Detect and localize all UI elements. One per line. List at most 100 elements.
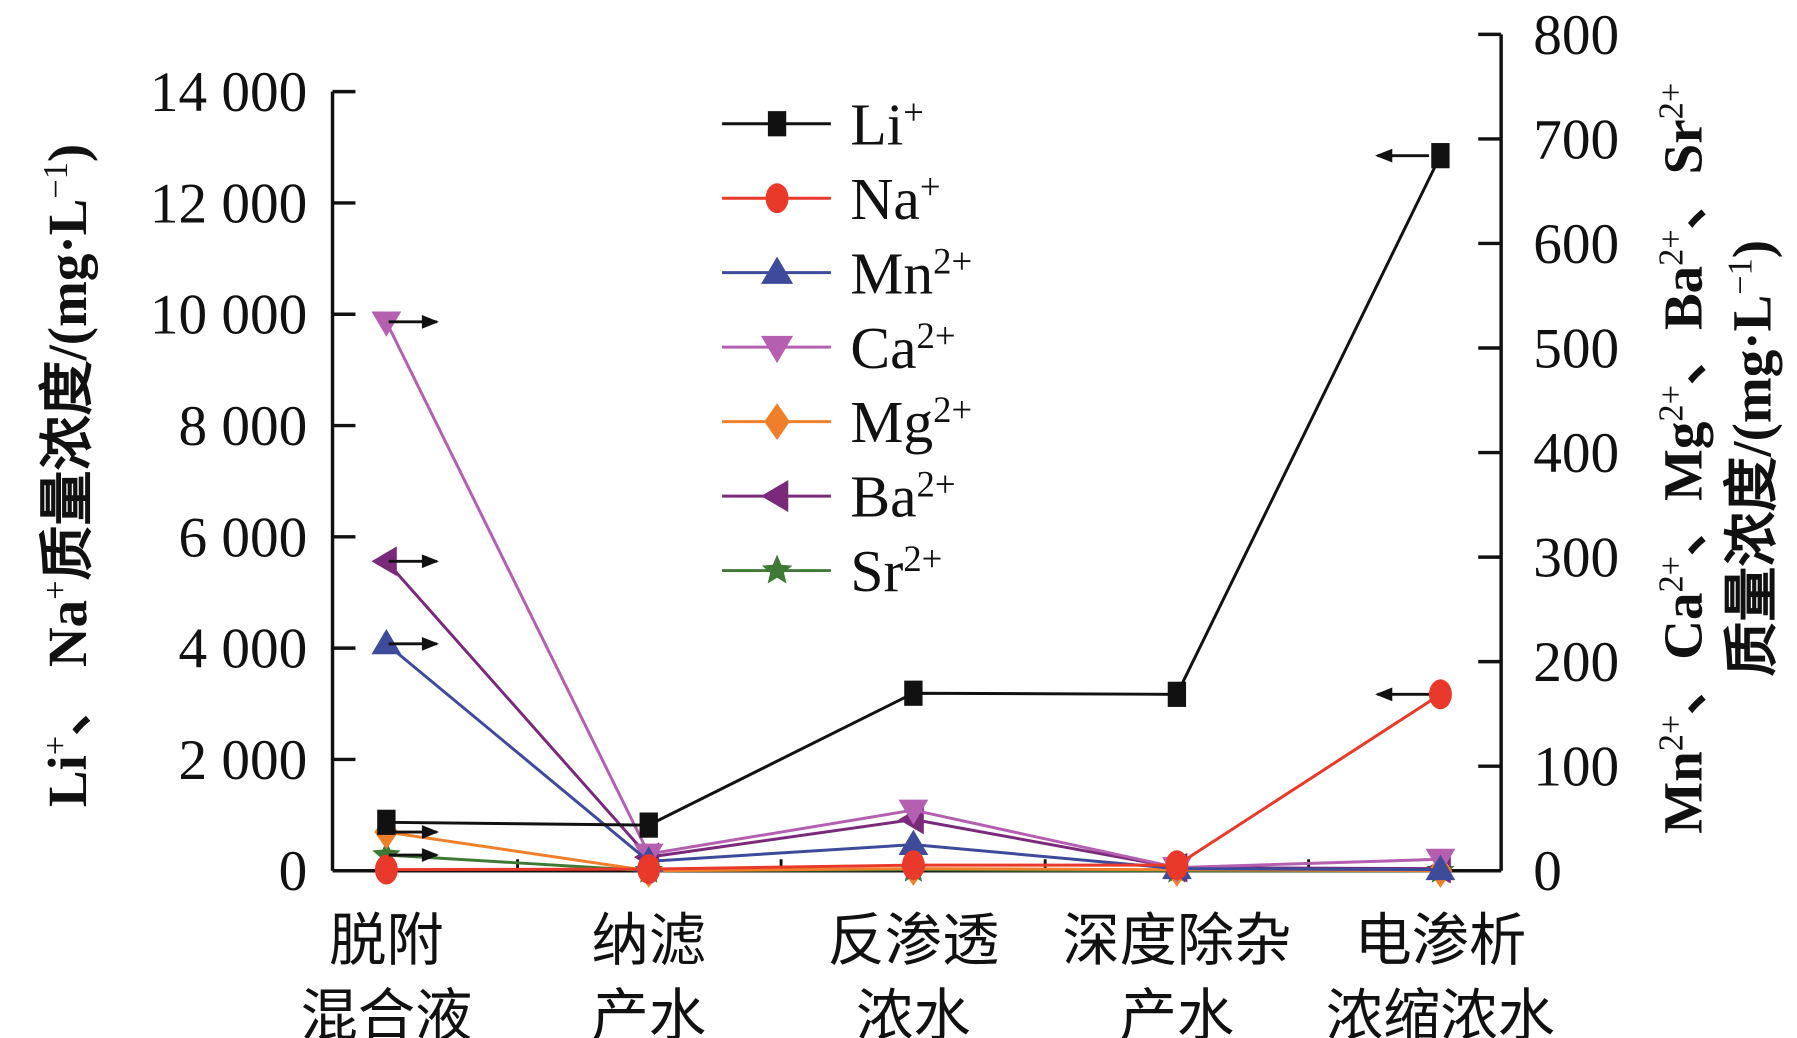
legend-marker-icon: [761, 335, 794, 364]
data-point-ca: [371, 311, 402, 337]
legend-item-ca: Ca2+: [722, 314, 956, 381]
data-point-mn: [1425, 854, 1456, 881]
right-tick-label: 400: [1533, 422, 1619, 485]
right-axis-label-line1: Mn2+、Ca2+、Mg2+、Ba2+、Sr2+: [1653, 83, 1714, 834]
legend-item-mg: Mg2+: [722, 389, 972, 456]
right-tick-label: 200: [1533, 631, 1619, 694]
right-axis-label-line2-part: ): [1721, 240, 1782, 258]
legend-item-ba: Ba2+: [722, 463, 956, 530]
arrow-head-icon: [421, 848, 440, 862]
legend-item-na: Na+: [722, 165, 941, 232]
x-tick-label: 脱附: [329, 907, 444, 974]
legend-item-li: Li+: [722, 91, 924, 157]
right-axis-label-line1-part: 、Mg: [1653, 422, 1714, 556]
data-point-na: [901, 850, 925, 881]
legend-marker-icon: [761, 554, 793, 584]
legend-item-sr: Sr2+: [722, 538, 942, 604]
data-point-ba: [371, 546, 397, 577]
legend-label: Sr2+: [850, 538, 942, 604]
right-axis-label-line2: 质量浓度/(mg·L−1): [1721, 240, 1782, 677]
data-point-li: [377, 809, 396, 835]
x-tick-label: 浓缩浓水: [1326, 983, 1555, 1038]
legend-charge: +: [920, 165, 941, 206]
data-point-ca: [898, 799, 929, 825]
data-point-li: [904, 680, 923, 706]
right-axis-label-line1-part: 、Ba: [1653, 266, 1714, 385]
legend-marker-icon: [765, 183, 789, 214]
left-tick-label: 2 000: [178, 729, 307, 792]
legend-ion: Mg: [850, 389, 933, 455]
data-point-mn: [898, 829, 929, 856]
arrow-head-icon: [1375, 148, 1393, 163]
left-axis-label-part: −1: [37, 162, 75, 199]
right-axis-label-line1-part: 2+: [1653, 715, 1691, 752]
legend-ion: Li: [850, 91, 903, 157]
legend-label: Na+: [850, 165, 940, 232]
left-tick-label: 8 000: [178, 395, 307, 458]
arrow-head-icon: [421, 314, 440, 329]
right-axis-label-line1-part: 2+: [1653, 556, 1691, 593]
legend-ion: Sr: [850, 538, 903, 604]
legend-marker-icon: [761, 256, 794, 284]
data-point-na: [374, 854, 398, 885]
legend-label: Li+: [850, 91, 924, 157]
left-tick-label: 14 000: [150, 61, 307, 124]
left-axis-label-part: 质量浓度/(mg·L: [37, 199, 98, 581]
left-tick-label: 10 000: [150, 284, 307, 347]
data-point-li: [1167, 681, 1187, 707]
left-tick-label: 6 000: [178, 506, 307, 569]
x-tick-label: 产水: [1120, 983, 1235, 1038]
right-axis-label-line1-part: 、Ca: [1653, 593, 1714, 715]
legend-charge: 2+: [933, 389, 972, 430]
legend-ion: Mn: [850, 240, 933, 306]
arrow-head-icon: [421, 554, 440, 569]
legend-marker-icon: [767, 111, 787, 137]
legend: Li+Na+Mn2+Ca2+Mg2+Ba2+Sr2+: [722, 91, 972, 604]
right-axis-label-line1-part: 、Sr: [1653, 119, 1714, 229]
right-axis-label-line1-part: 2+: [1653, 385, 1691, 422]
right-tick-label: 700: [1533, 108, 1619, 171]
arrow-head-icon: [1375, 687, 1393, 702]
right-tick-label: 600: [1533, 213, 1619, 276]
data-point-li: [1431, 143, 1450, 169]
arrow-head-icon: [421, 636, 440, 651]
right-tick-label: 800: [1533, 4, 1619, 67]
legend-charge: 2+: [903, 538, 942, 579]
x-tick-label: 产水: [591, 983, 706, 1038]
left-axis-label-part: +: [37, 736, 75, 755]
arrow-head-icon: [421, 825, 440, 839]
legend-label: Ba2+: [850, 463, 955, 530]
legend-marker-icon: [761, 480, 789, 513]
x-tick-label: 深度除杂: [1062, 907, 1291, 974]
right-axis-label-line1-part: 2+: [1653, 83, 1691, 120]
right-axis-label-line2-part: −1: [1721, 258, 1759, 295]
left-axis-label-part: +: [37, 580, 75, 599]
left-axis-label-part: Li: [37, 755, 98, 807]
legend-ion: Na: [850, 166, 919, 232]
left-tick-label: 12 000: [150, 172, 307, 235]
legend-ion: Ba: [850, 464, 916, 530]
right-axis-label-line2-part: 质量浓度/(mg·L: [1721, 295, 1782, 677]
x-tick-label: 反渗透: [827, 907, 999, 974]
legend-label: Ca2+: [850, 314, 955, 380]
right-tick-label: 100: [1533, 736, 1619, 799]
left-axis-label-part: ): [37, 144, 98, 162]
legend-item-mn: Mn2+: [722, 240, 972, 307]
data-point-na: [1165, 850, 1189, 881]
right-tick-label: 300: [1533, 527, 1619, 590]
legend-charge: +: [903, 91, 924, 132]
legend-charge: 2+: [917, 314, 956, 355]
left-tick-label: 0: [279, 840, 308, 903]
right-tick-label: 500: [1533, 317, 1619, 380]
right-tick-label: 0: [1533, 840, 1562, 903]
data-point-na: [637, 854, 661, 884]
x-tick-label: 电渗析: [1355, 907, 1527, 974]
right-axis-label-line1-part: Mn: [1653, 751, 1714, 833]
left-tick-label: 4 000: [178, 618, 307, 681]
data-point-mn: [371, 628, 402, 655]
legend-charge: 2+: [933, 240, 972, 281]
legend-label: Mg2+: [850, 389, 972, 456]
legend-charge: 2+: [917, 463, 956, 504]
legend-label: Mn2+: [850, 240, 972, 307]
